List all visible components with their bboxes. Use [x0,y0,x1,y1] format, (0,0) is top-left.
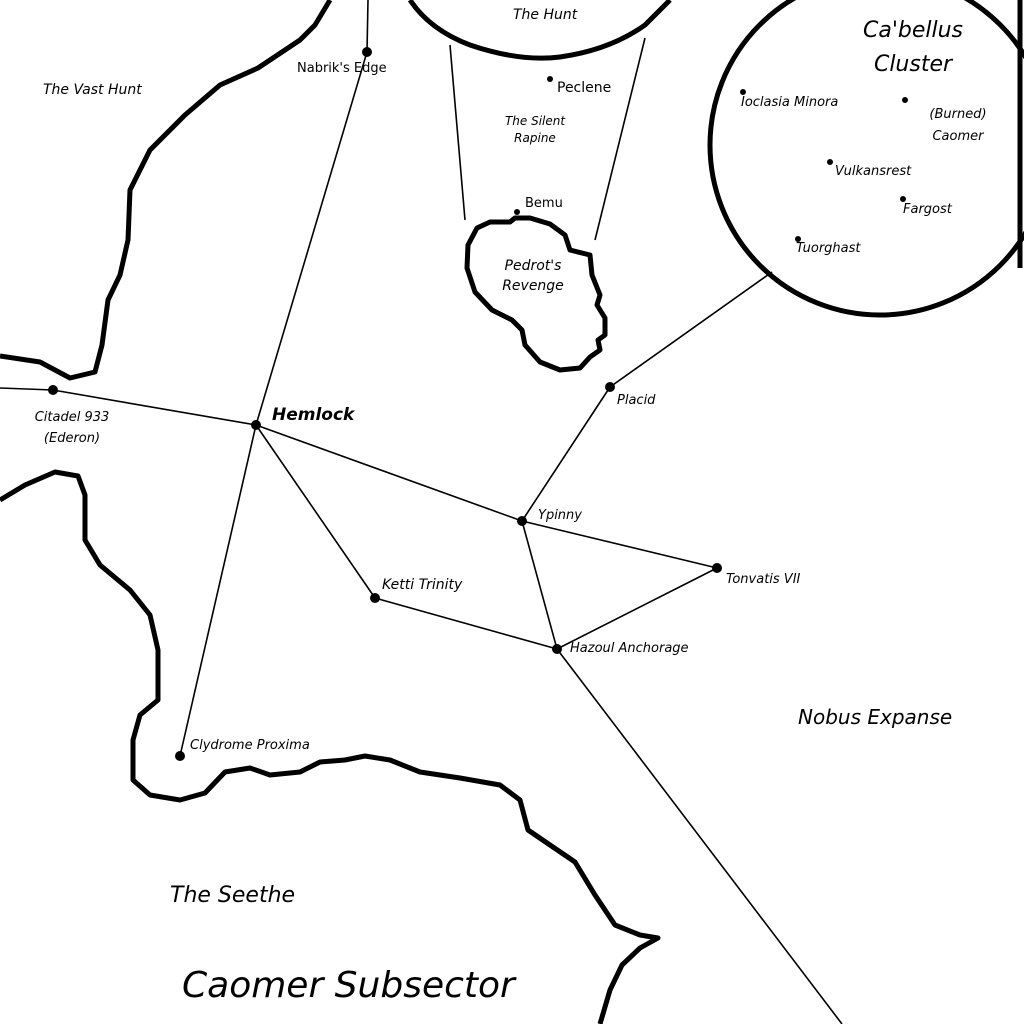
system-label-line: Citadel 933 [34,410,110,425]
system-peclene[interactable]: Peclene [557,80,612,96]
system-burned-caomer[interactable]: (Burned) Caomer [918,104,998,148]
system-dots [48,47,908,761]
region-label-line: The Silent [504,114,566,128]
system-label-line: (Burned) [929,107,987,122]
region-vast-hunt: The Vast Hunt [43,82,142,98]
hunt-border [407,0,672,61]
region-nobus-expanse: Nobus Expanse [798,705,953,729]
pedrots-revenge-border [464,215,608,373]
region-label-line: Revenge [502,277,564,294]
system-tuorghast[interactable]: Tuorghast [796,241,861,256]
system-hazoul-anchorage[interactable]: Hazoul Anchorage [570,641,689,656]
vast-hunt-border [0,0,333,381]
cabellus-cluster-border [707,0,1024,318]
map-title: Caomer Subsector [182,965,515,1006]
region-label-line: Ca'bellus [862,18,964,43]
system-clydrome-proxima[interactable]: Clydrome Proxima [190,738,310,753]
system-ypinny[interactable]: Ypinny [538,508,582,523]
system-ioclasia-minora[interactable]: Ioclasia Minora [741,95,839,110]
system-hemlock[interactable]: Hemlock [272,405,355,425]
region-the-seethe: The Seethe [170,883,296,908]
system-vulkansrest[interactable]: Vulkansrest [835,164,912,179]
seethe-border [0,469,661,1024]
system-placid[interactable]: Placid [617,393,656,408]
system-ketti-trinity[interactable]: Ketti Trinity [382,577,463,593]
routes [0,0,843,1024]
system-label-line: (Ederon) [43,431,101,446]
region-label-line: Pedrot's [504,258,562,274]
system-citadel-933[interactable]: Citadel 933 (Ederon) [22,407,122,449]
region-label-line: Cluster [873,52,953,77]
system-nabriks-edge[interactable]: Nabrik's Edge [297,61,387,76]
region-label-line: Rapine [514,131,556,145]
system-tonvatis-vii[interactable]: Tonvatis VII [726,572,801,587]
system-bemu[interactable]: Bemu [525,196,563,211]
system-label-line: Caomer [932,129,984,144]
region-the-hunt: The Hunt [513,7,578,23]
system-fargost[interactable]: Fargost [903,202,952,217]
